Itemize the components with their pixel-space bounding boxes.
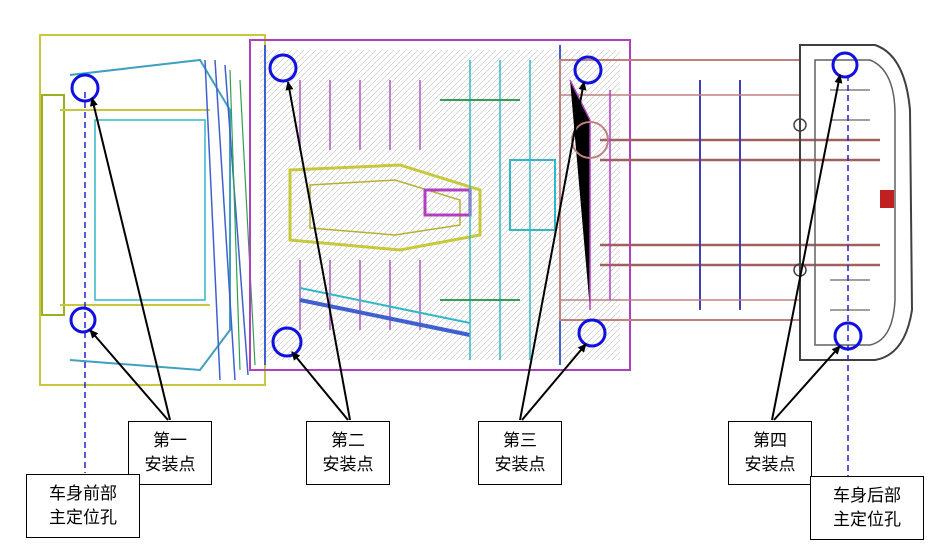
label-point2-line2: 安装点 — [322, 455, 374, 475]
front-bumper-outline — [41, 94, 65, 316]
seat-rail-1 — [299, 80, 421, 150]
rear-end-panel — [799, 44, 914, 361]
arrow-point3-top — [519, 81, 587, 421]
label-point3-line2: 安装点 — [494, 455, 546, 475]
label-point1: 第一 安装点 — [128, 421, 212, 485]
diagonal-brace-2 — [299, 287, 471, 324]
point3-marker-top — [573, 55, 603, 85]
point2-marker-top — [268, 53, 298, 83]
rear-bolt-1 — [793, 118, 807, 132]
rear-purple-rails — [699, 80, 741, 310]
label-point3: 第三 安装点 — [478, 421, 562, 485]
engine-bay-opening — [94, 119, 206, 301]
arrow-point1-bottom — [89, 329, 169, 421]
front-hole-marker-bottom — [69, 306, 97, 334]
label-front-hole-line1: 车身前部 — [49, 484, 117, 504]
point4-marker-top — [831, 51, 859, 79]
front-hole-marker-top — [70, 73, 100, 103]
underbody-drawing — [39, 34, 914, 386]
tunnel-inner — [309, 179, 461, 236]
cyan-block — [509, 159, 556, 231]
tow-hook-cover — [880, 190, 894, 208]
arrow-point4-top — [771, 74, 843, 421]
label-rear-hole-line2: 主定位孔 — [833, 510, 901, 530]
rear-cross — [560, 94, 800, 301]
rear-end-inner — [814, 59, 896, 346]
arrow-point2-top — [285, 81, 351, 421]
rear-end-details — [830, 89, 870, 311]
label-point1-line1: 第一 — [153, 431, 187, 451]
label-front-hole-line2: 主定位孔 — [49, 508, 117, 528]
label-point3-line1: 第三 — [503, 431, 537, 451]
point4-marker-bottom — [833, 321, 863, 351]
front-detail-lines — [204, 59, 249, 381]
leader-arrows — [89, 74, 843, 421]
arrow-point4-bottom — [773, 345, 841, 421]
rear-purple-detail — [569, 79, 611, 310]
mid-floor-outline — [249, 39, 631, 371]
label-rear-hole-line1: 车身后部 — [833, 486, 901, 506]
mid-cyan-lines — [469, 60, 531, 360]
point3-marker-bottom — [577, 318, 607, 348]
label-rear-hole: 车身后部 主定位孔 — [810, 476, 924, 540]
arrow-point3-bottom — [521, 343, 587, 421]
mid-floor-fill — [260, 50, 620, 360]
label-point4-line2: 安装点 — [744, 455, 796, 475]
label-point1-line2: 安装点 — [144, 455, 196, 475]
point2-marker-bottom — [271, 326, 303, 358]
mid-green-detail — [440, 99, 520, 301]
label-point4-line1: 第四 — [753, 431, 787, 451]
front-detail-green — [229, 69, 256, 371]
arrow-point2-bottom — [291, 351, 349, 421]
label-point2: 第二 安装点 — [306, 421, 390, 485]
label-point4: 第四 安装点 — [728, 421, 812, 485]
tunnel — [288, 163, 482, 252]
front-left-rail — [69, 58, 231, 372]
label-front-hole: 车身前部 主定位孔 — [26, 474, 140, 538]
label-point2-line1: 第二 — [331, 431, 365, 451]
arrow-point1-top — [89, 97, 171, 421]
